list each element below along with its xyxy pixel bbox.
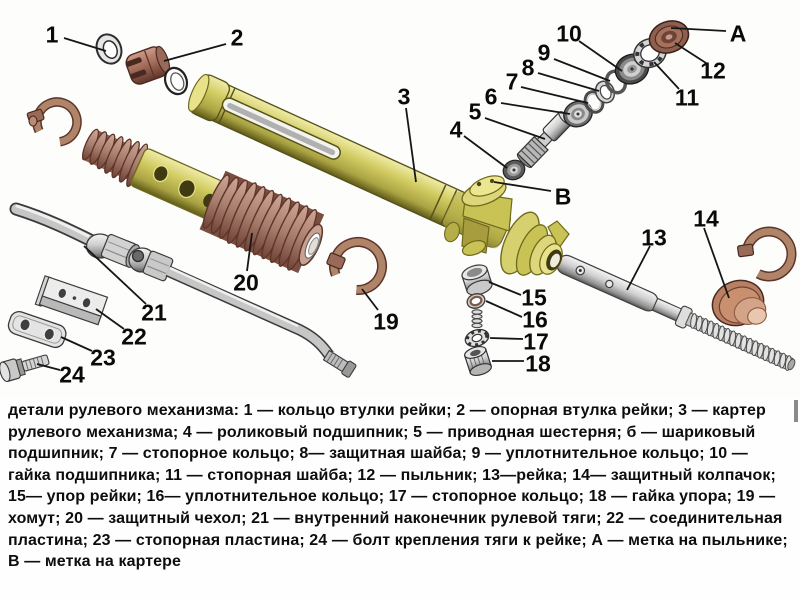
callout-label-8: 8 <box>522 54 535 80</box>
scan-edge-artifact <box>794 400 798 422</box>
callout-label-В: В <box>555 183 572 209</box>
callout-label-12: 12 <box>700 57 726 83</box>
legend-caption-area: детали рулевого механизма: 1 — кольцо вт… <box>0 396 800 600</box>
callout-label-21: 21 <box>141 299 167 325</box>
callout-leader-12 <box>674 42 707 64</box>
callout-label-15: 15 <box>521 284 547 310</box>
callout-label-4: 4 <box>450 116 463 142</box>
part-clamp-top-left <box>26 97 82 147</box>
callout-leader-4 <box>463 135 508 169</box>
part-bushing-ring <box>163 66 189 96</box>
callout-leader-2 <box>163 43 227 62</box>
callout-leader-В <box>493 181 552 192</box>
callout-leader-23 <box>60 336 93 352</box>
exploded-diagram-svg: 123456789101112АВ13141516171819202122232… <box>0 20 797 387</box>
callout-leader-11 <box>653 61 680 90</box>
callout-leader-3 <box>405 107 417 183</box>
part-seal-ring-16 <box>466 293 486 309</box>
callout-label-6: 6 <box>485 83 498 109</box>
part-clamp-near-14 <box>737 226 797 282</box>
part-plate-22 <box>34 275 109 326</box>
part-boot-20 <box>81 128 325 274</box>
callout-label-5: 5 <box>469 98 482 124</box>
callout-label-19: 19 <box>373 308 399 334</box>
callout-leader-16 <box>485 300 523 318</box>
callout-label-9: 9 <box>538 39 551 65</box>
callout-label-23: 23 <box>90 344 116 370</box>
callout-label-18: 18 <box>525 350 551 376</box>
callout-leader-9 <box>553 58 611 82</box>
part-snap-ring-17 <box>464 328 490 348</box>
part-tie-rod-upper-21 <box>9 202 141 268</box>
callout-label-16: 16 <box>522 306 548 332</box>
part-spring <box>471 309 483 329</box>
part-plate-23 <box>7 311 67 349</box>
callout-leader-lines <box>36 27 730 371</box>
part-rack-13 <box>556 254 796 371</box>
callout-leader-22 <box>95 308 125 330</box>
part-bolt-24 <box>0 354 50 383</box>
callout-leader-А <box>670 27 727 32</box>
part-bushing-2 <box>125 45 171 85</box>
part-cap-14 <box>711 279 767 327</box>
callout-leader-19 <box>361 288 379 311</box>
part-housing-tube-3 <box>187 73 512 249</box>
callout-leader-5 <box>484 117 546 140</box>
mark-B-on-housing <box>490 179 494 183</box>
callout-label-14: 14 <box>693 205 719 231</box>
callout-leader-21 <box>83 245 147 305</box>
callout-leader-1 <box>63 37 107 52</box>
part-clamp-19 <box>326 237 387 295</box>
rack-teeth <box>690 313 792 371</box>
part-rack-stop-15 <box>461 264 493 296</box>
callout-label-А: А <box>730 20 747 46</box>
callout-label-7: 7 <box>506 68 519 94</box>
callout-label-10: 10 <box>556 20 582 46</box>
part-tie-rod-lower <box>128 247 357 378</box>
callout-leader-10 <box>578 40 623 72</box>
callout-label-24: 24 <box>59 361 85 387</box>
part-housing-output-cones <box>500 211 570 276</box>
callout-label-3: 3 <box>398 83 411 109</box>
callout-leader-24 <box>36 363 61 371</box>
callout-leader-20 <box>246 232 253 272</box>
callout-leader-13 <box>626 245 651 291</box>
callout-leader-17 <box>489 337 524 340</box>
callout-label-11: 11 <box>675 84 700 110</box>
callout-leader-7 <box>520 86 589 104</box>
callout-leader-15 <box>488 281 522 296</box>
part-ring-1 <box>95 33 123 65</box>
part-stop-nut-18 <box>464 345 492 377</box>
part-ball-bearing-6 <box>563 100 593 128</box>
part-pinion-tower <box>444 175 513 256</box>
part-pinion-shaft-5 <box>516 111 573 168</box>
callout-leader-14 <box>703 227 730 299</box>
callout-leader-8 <box>537 72 600 92</box>
callout-label-2: 2 <box>231 24 244 50</box>
part-roller-bearing-4 <box>502 159 526 181</box>
callout-label-1: 1 <box>46 21 59 47</box>
callout-label-20: 20 <box>233 269 259 295</box>
legend-caption: детали рулевого механизма: 1 — кольцо вт… <box>8 402 788 571</box>
callout-label-17: 17 <box>523 328 549 354</box>
callout-label-13: 13 <box>641 224 667 250</box>
callout-label-22: 22 <box>121 323 147 349</box>
boot-ridges-big <box>202 174 318 271</box>
callout-leader-6 <box>500 102 571 115</box>
